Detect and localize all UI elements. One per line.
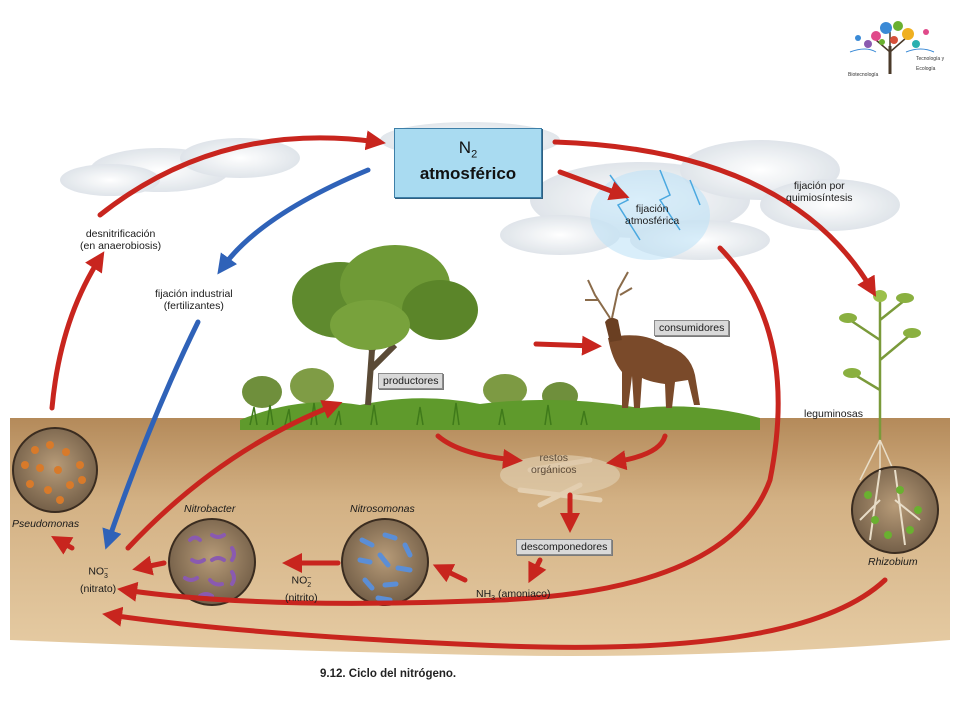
denitrification-label: desnitrificación (en anaerobiosis) [80, 228, 161, 252]
arrow-pseudomonas-up [49, 251, 105, 411]
nitrosomonas-label: Nitrosomonas [350, 503, 415, 515]
arrow-n2-to-industrial [217, 167, 371, 275]
legume-plant-icon [839, 290, 921, 490]
arrow-ammonia-to-nitrosomonas [432, 564, 468, 583]
remains-line2: orgánicos [531, 464, 577, 476]
ammonia-subscript: 3 [491, 595, 496, 603]
chemosynthesis-fixation-label: fijación por quimiosíntesis [786, 180, 853, 204]
background-bushes [242, 368, 578, 410]
arrow-n2-to-atmospheric [557, 169, 630, 201]
consumers-tag: consumidores [654, 320, 730, 336]
arrow-n2-to-legumes [552, 139, 877, 297]
atmospheric-fixation-line2: atmosférica [625, 215, 680, 227]
figure-caption: 9.12. Ciclo del nitrógeno. [320, 668, 457, 680]
nitrate-charge: – [104, 565, 108, 572]
chemosynthesis-line2: quimiosíntesis [786, 192, 853, 204]
soil-layer [10, 418, 950, 656]
nitrate-formula: NO–3 [80, 563, 116, 583]
n2-formula-subscript: 2 [471, 148, 478, 161]
organic-remains-label: restos orgánicos [531, 452, 577, 476]
deer-icon [585, 271, 700, 408]
industrial-fixation-line1: fijación industrial [155, 288, 233, 300]
denitrification-line1: desnitrificación [85, 228, 156, 240]
logo-text-2: Tecnología y [916, 56, 945, 62]
arrow-consumers-to-remains [606, 433, 668, 471]
arrow-industrial-to-nitrate [102, 319, 201, 550]
arrow-atmospheric-to-nitrate [117, 245, 781, 606]
ammonia-name: (amoniaco) [498, 588, 551, 600]
logo: Biotecnología Tecnología y Ecología [846, 12, 944, 82]
rhizobium-circle [851, 466, 939, 554]
ammonia-label: NH3 (amoniaco) [476, 588, 551, 605]
ammonia-formula: NH [476, 588, 492, 600]
n2-atmospheric-box: N2 atmosférico [394, 128, 542, 198]
arrow-nitrate-to-producers [125, 400, 343, 551]
nitrite-symbol: NO [291, 574, 308, 587]
producers-tag: productores [378, 373, 444, 389]
remains-line1: restos [539, 452, 569, 464]
rhizobium-label: Rhizobium [868, 556, 918, 568]
nitrate-subscript: 3 [103, 572, 108, 580]
arrow-decomposers-to-ammonia [528, 557, 547, 584]
chemosynthesis-line1: fijación por [793, 180, 845, 192]
atmospheric-fixation-line1: fijación [635, 203, 669, 215]
tree-icon [292, 245, 478, 406]
nitrite-subscript: 2 [307, 581, 312, 589]
industrial-fixation-label: fijación industrial (fertilizantes) [155, 288, 233, 312]
arrow-producers-to-remains [435, 433, 523, 469]
logo-text-3: Ecología [916, 66, 936, 72]
nitrate-symbol: NO [88, 565, 105, 578]
nitrite-charge: – [307, 574, 312, 581]
n2-formula-symbol: N [458, 138, 472, 157]
logo-tree-icon [849, 21, 935, 74]
arrow-nitrobacter-to-nitrate [132, 555, 167, 576]
nitrobacter-label: Nitrobacter [184, 503, 236, 515]
denitrification-line2: (en anaerobiosis) [80, 240, 162, 252]
nitrite-formula: NO–2 [285, 572, 318, 592]
arrow-producers-to-consumers [533, 335, 602, 356]
decomposers-tag: descomponedores [516, 539, 613, 555]
grass-strip [240, 398, 760, 430]
nitrosomonas-circle [341, 518, 429, 606]
nitrobacter-circle [168, 518, 256, 606]
industrial-fixation-line2: (fertilizantes) [163, 300, 224, 312]
arrow-denitrification [97, 130, 386, 218]
organic-remains-icon [500, 455, 620, 508]
nitrate-name: (nitrato) [80, 582, 117, 595]
pseudomonas-circle [12, 427, 98, 513]
atmospheric-fixation-label: fijación atmosférica [625, 203, 679, 227]
arrow-rhizobium-to-nitrate [102, 577, 888, 650]
nitrite-label: NO–2 (nitrito) [285, 572, 318, 604]
n2-label: atmosférico [419, 164, 517, 184]
nitrite-name: (nitrito) [285, 591, 318, 604]
nitrate-label: NO–3 (nitrato) [80, 563, 116, 595]
legumes-label: leguminosas [804, 408, 863, 420]
pseudomonas-label: Pseudomonas [12, 518, 80, 530]
n2-formula: N2 [395, 138, 541, 164]
arrow-nitrate-to-pseudomonas [51, 536, 75, 555]
logo-text-1: Biotecnología [848, 72, 879, 78]
